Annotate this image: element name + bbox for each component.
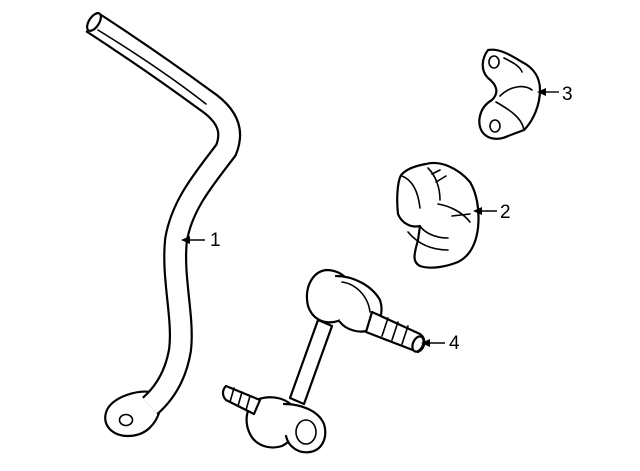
callout-1: 1 [181, 230, 221, 251]
callout-4: 4 [421, 333, 460, 354]
callout-label-3: 3 [562, 84, 573, 105]
stabilizer-bar[interactable] [84, 11, 242, 438]
bushing-bracket[interactable] [478, 48, 542, 140]
callout-3: 3 [537, 84, 573, 105]
callout-label-2: 2 [500, 202, 511, 223]
stabilizer-link[interactable] [221, 268, 426, 454]
bushing[interactable] [396, 161, 480, 269]
callout-label-4: 4 [449, 333, 460, 354]
callout-label-1: 1 [210, 230, 221, 251]
callout-2: 2 [473, 202, 511, 223]
